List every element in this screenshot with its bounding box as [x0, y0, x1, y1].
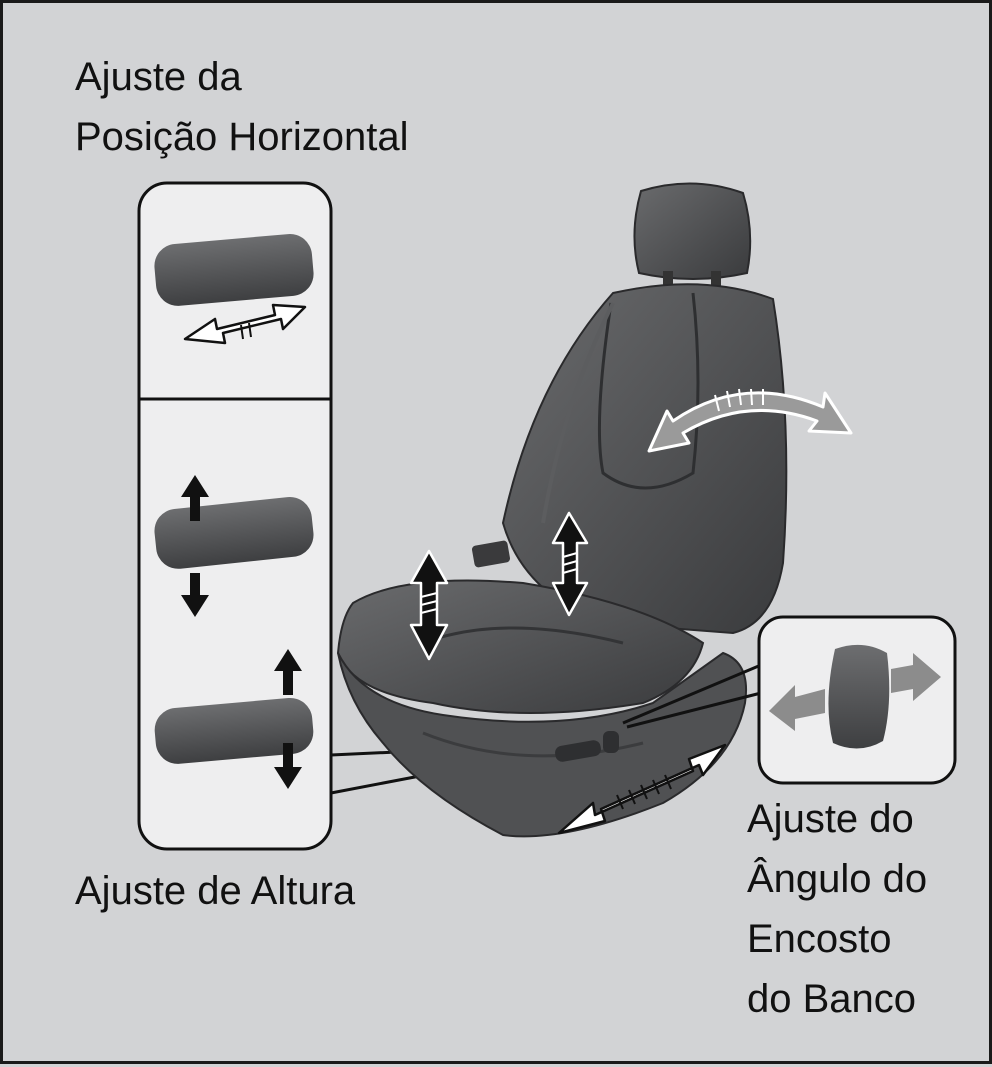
recline-adjust-line-3: Encosto — [747, 917, 892, 961]
left-arrow-icon — [769, 685, 825, 731]
right-arrow-icon — [891, 653, 941, 701]
up-arrow-icon — [181, 475, 209, 521]
slide-double-arrow-icon — [557, 743, 727, 835]
up-arrow-icon — [274, 649, 302, 695]
rear-height-arrow-icon — [551, 511, 589, 617]
cushion-height-arrow-icon — [409, 549, 449, 661]
backrest — [501, 283, 788, 635]
down-arrow-icon — [274, 743, 302, 789]
recline-adjust-label: Ajuste do Ângulo do Encosto do Banco — [747, 789, 927, 1029]
headrest — [633, 182, 752, 280]
recline-adjust-line-4: do Banco — [747, 977, 917, 1021]
down-arrow-icon — [181, 573, 209, 617]
seat-recline-switch — [603, 731, 619, 753]
recline-switch-detail-panel — [757, 615, 957, 785]
horizontal-double-arrow-icon — [183, 303, 307, 345]
horizontal-switch — [154, 233, 314, 306]
switch-detail-panel — [137, 181, 333, 851]
horizontal-adjust-line-1: Ajuste da — [75, 55, 242, 99]
horizontal-adjust-line-2: Posição Horizontal — [75, 115, 409, 159]
recline-curved-arrow-icon — [647, 388, 853, 453]
car-seat — [336, 182, 788, 838]
seat-illustration — [137, 181, 957, 851]
recline-switch-knob — [828, 644, 890, 749]
horizontal-adjust-label: Ajuste da Posição Horizontal — [75, 47, 409, 167]
recline-adjust-line-2: Ângulo do — [747, 857, 928, 901]
recline-adjust-line-1: Ajuste do — [747, 797, 914, 841]
seat-slide-switch — [555, 740, 601, 762]
rear-height-switch — [154, 697, 314, 764]
height-adjust-label: Ajuste de Altura — [75, 869, 356, 913]
